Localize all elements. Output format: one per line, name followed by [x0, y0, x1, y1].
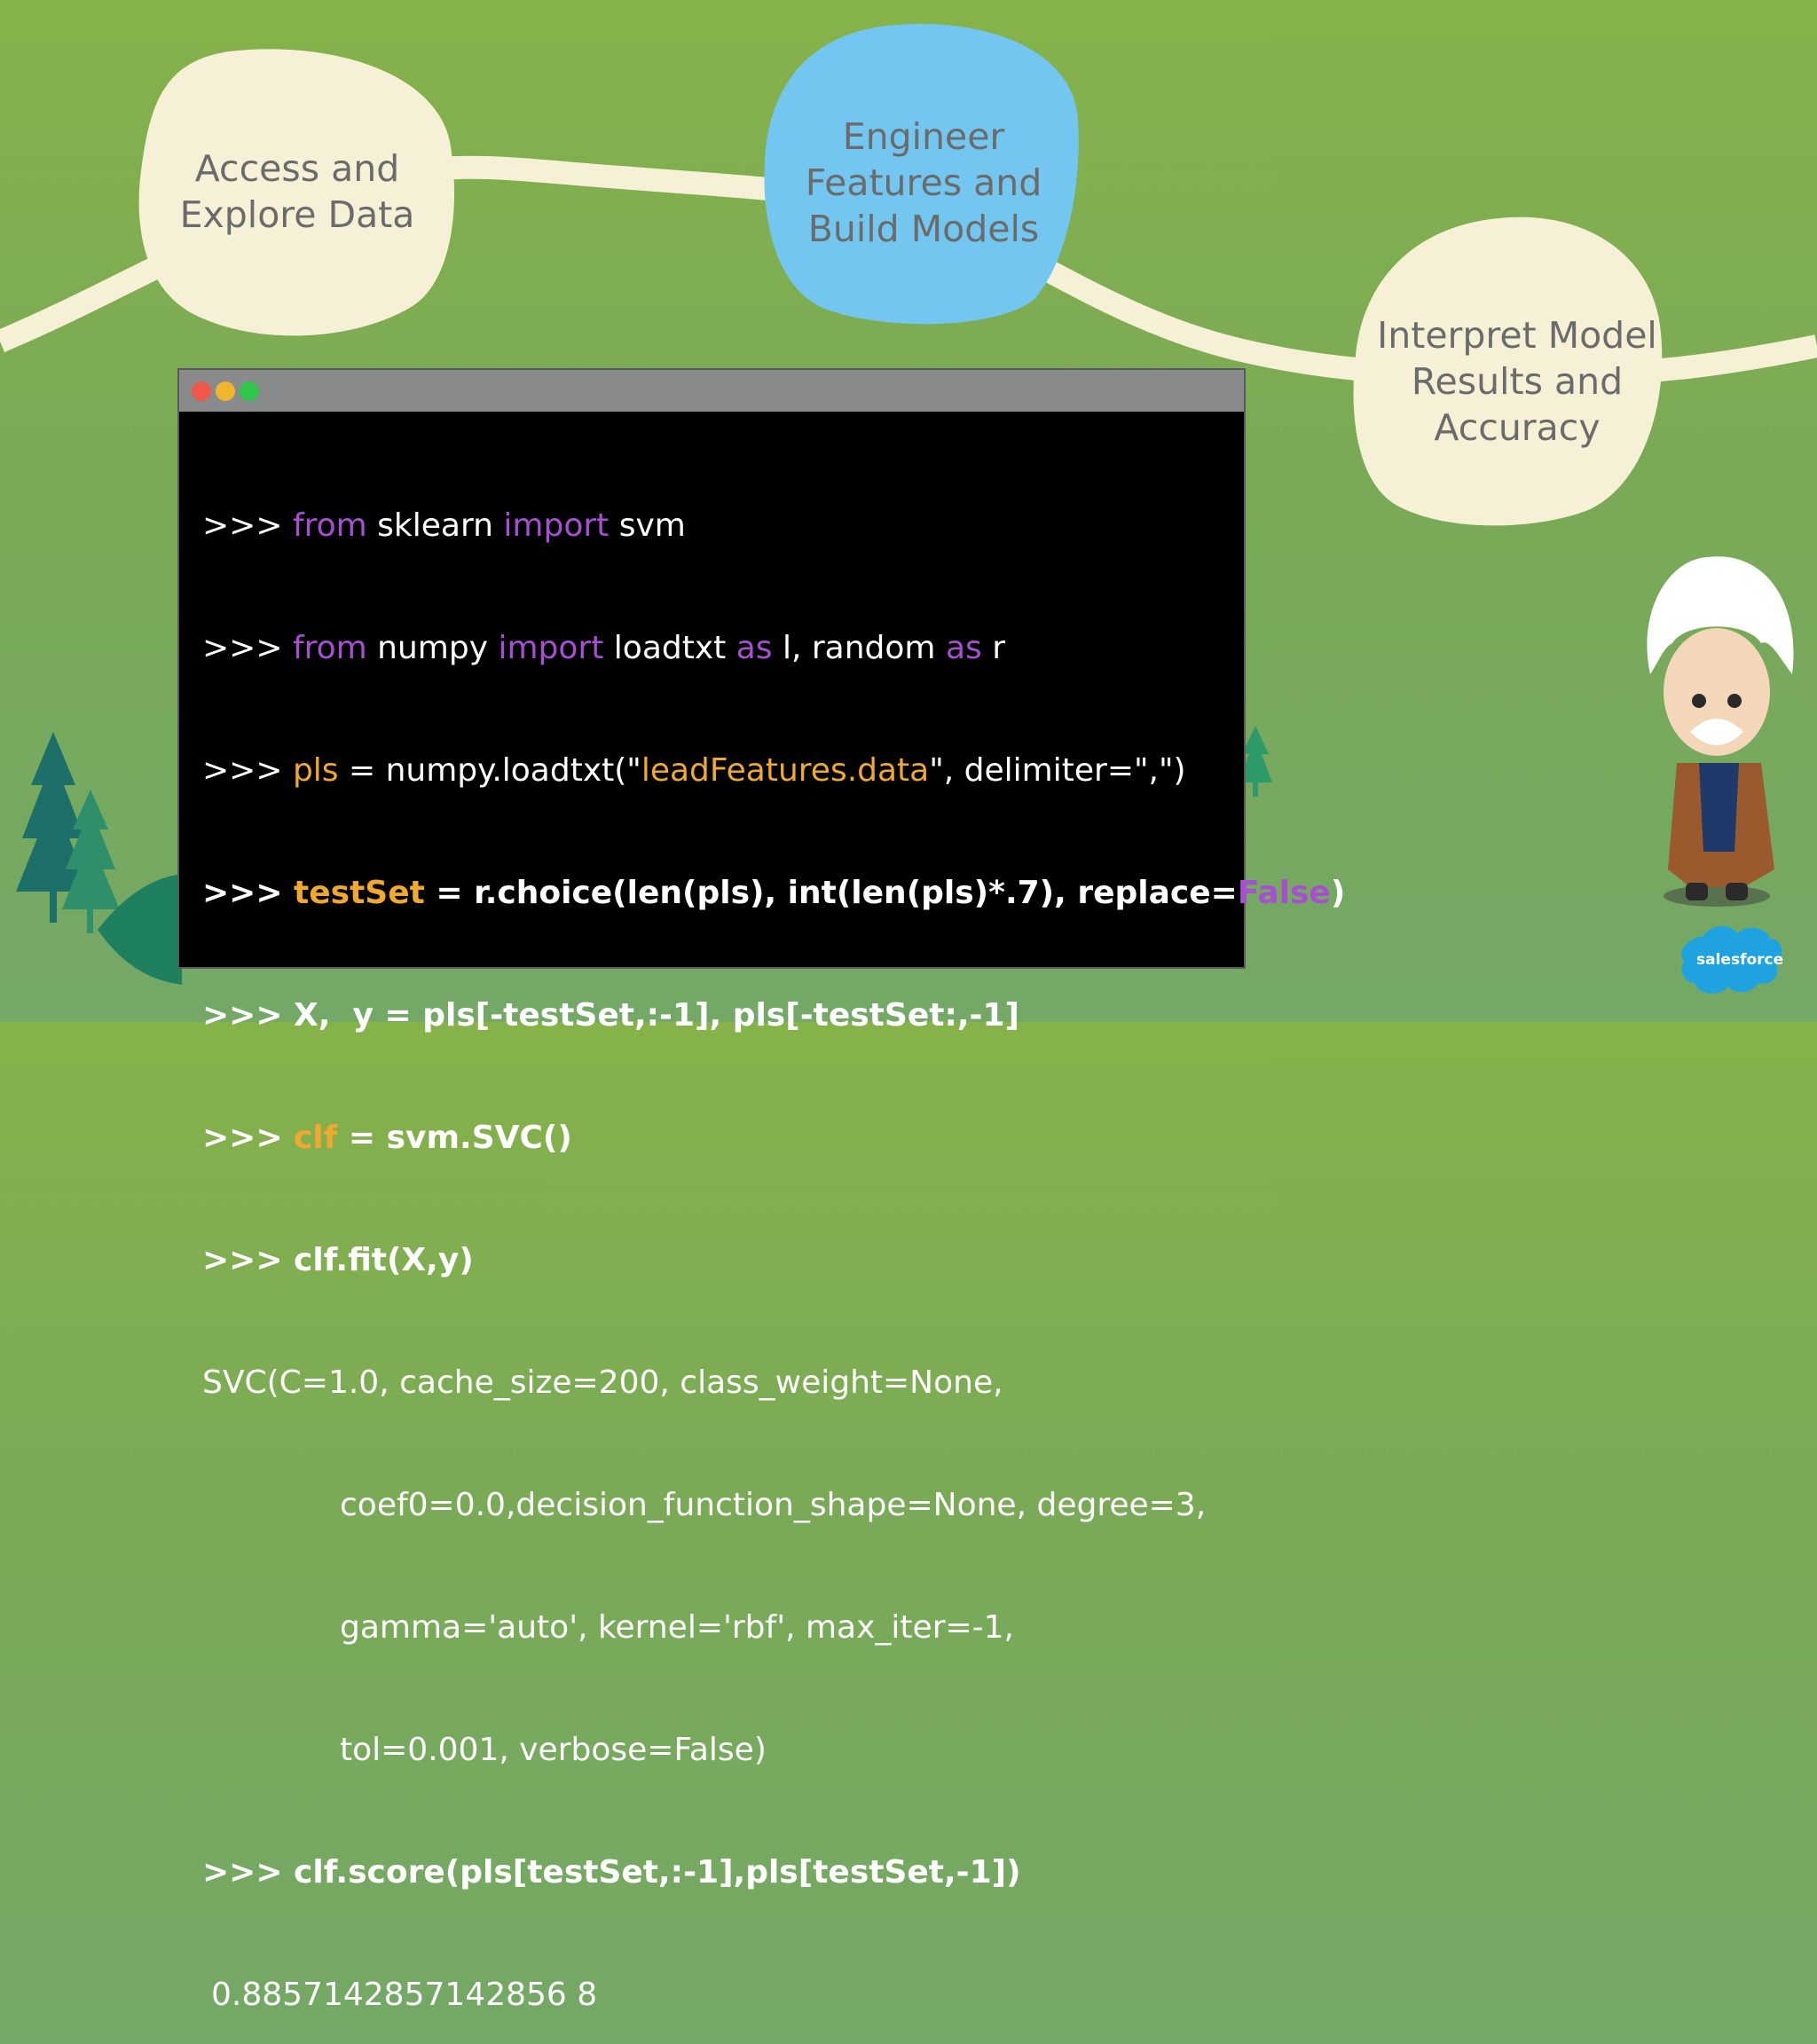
stage-label-line: Access and [194, 147, 400, 190]
tree-icon [1239, 726, 1272, 782]
keyword: import [498, 630, 604, 666]
code-line: >>> X, y = pls[-testSet,:-1], pls[-testS… [202, 995, 1244, 1036]
output-line: coef0=0.0,decision_function_shape=None, … [340, 1487, 1207, 1523]
background-scene [0, 23, 1817, 994]
code-text: clf.fit(X,y) [294, 1242, 474, 1278]
code-line: >>> clf.fit(X,y) [202, 1240, 1244, 1281]
tree-icon [16, 732, 90, 892]
code-text: X, y = pls[-testSet,:-1], pls[-testSet:,… [294, 997, 1019, 1034]
keyword: import [503, 507, 610, 544]
salesforce-logo-icon [1681, 926, 1782, 994]
score-output: 0.8857142857142856 8 [211, 1977, 598, 2013]
code-text: r [981, 630, 1006, 666]
code-text: = svm.SVC() [337, 1120, 572, 1156]
stage-label-line: Engineer [842, 115, 1005, 158]
variable: testSet [294, 875, 425, 911]
stage-blob-engineer [764, 23, 1079, 325]
output-line: gamma='auto', kernel='rbf', max_iter=-1, [340, 1609, 1014, 1646]
tree-trunk [1253, 781, 1258, 797]
hill-shape [98, 874, 182, 985]
prompt: >>> [202, 997, 295, 1034]
stage-label-engineer: Engineer Features and Build Models [798, 114, 1049, 252]
prompt: >>> [202, 752, 293, 789]
keyword: False [1237, 875, 1331, 911]
string-literal: leadFeatures.data [641, 752, 930, 789]
stage-label-line: Accuracy [1434, 406, 1601, 449]
minimize-window-button[interactable] [216, 381, 235, 401]
code-text: = r.choice(len(pls), int(len(pls)*.7), r… [424, 875, 1238, 911]
prompt: >>> [202, 1854, 295, 1891]
keyword: as [735, 630, 773, 666]
code-line: >>> testSet = r.choice(len(pls), int(len… [202, 873, 1345, 914]
output-line: tol=0.001, verbose=False) [340, 1732, 767, 1768]
stage-label-line: Results and [1411, 360, 1624, 403]
terminal-titlebar[interactable] [179, 370, 1244, 412]
prompt: >>> [202, 875, 295, 911]
prompt: >>> [202, 507, 293, 544]
maximize-window-button[interactable] [240, 381, 259, 401]
stage-label-line: Interpret Model [1377, 314, 1657, 357]
prompt: >>> [202, 1242, 295, 1278]
prompt: >>> [202, 630, 293, 666]
code-line: >>> from sklearn import svm [202, 506, 1244, 546]
stage-label-line: Features and [805, 161, 1042, 204]
keyword: as [945, 630, 982, 666]
tree-trunk [87, 907, 93, 933]
einstein-mascot [1647, 556, 1794, 907]
prompt: >>> [202, 1120, 295, 1156]
output-line: SVC(C=1.0, cache_size=200, class_weight=… [202, 1364, 1003, 1401]
tree-trunk [50, 887, 57, 923]
code-text: ", delimiter=",") [929, 752, 1186, 789]
salesforce-logo-text: salesforce [1696, 951, 1784, 969]
stage-label-access: Access and Explore Data [169, 145, 426, 238]
code-line: >>> clf = svm.SVC() [202, 1118, 1244, 1159]
code-text: clf.score(pls[testSet,:-1],pls[testSet,-… [294, 1854, 1021, 1891]
stage-label-interpret: Interpret Model Results and Accuracy [1366, 312, 1668, 451]
variable: clf [294, 1120, 338, 1156]
code-text: sklearn [366, 507, 504, 544]
variable: pls [292, 752, 339, 789]
stage-blob-access [138, 49, 455, 336]
stage-label-line: Build Models [807, 208, 1040, 250]
tree-icon [62, 790, 120, 909]
stage-label-line: Explore Data [179, 193, 415, 236]
keyword: from [292, 630, 367, 666]
code-line: >>> pls = numpy.loadtxt("leadFeatures.da… [202, 751, 1244, 791]
code-text: numpy [366, 630, 499, 666]
terminal-window[interactable]: >>> from sklearn import svm >>> from num… [179, 370, 1345, 2013]
code-text: loadtxt [603, 630, 736, 666]
code-line: >>> clf.score(pls[testSet,:-1],pls[testS… [202, 1852, 1244, 1893]
code-line: >>> from numpy import loadtxt as l, rand… [202, 628, 1244, 669]
keyword: from [292, 507, 367, 544]
close-window-button[interactable] [192, 381, 211, 401]
terminal-output[interactable]: >>> from sklearn import svm >>> from num… [179, 412, 1345, 2044]
code-text: ) [1330, 875, 1346, 911]
code-text: l, random [772, 630, 946, 666]
code-text: = numpy.loadtxt(" [338, 752, 641, 789]
code-text: svm [609, 507, 686, 544]
stage-blob-interpret [1353, 216, 1663, 526]
